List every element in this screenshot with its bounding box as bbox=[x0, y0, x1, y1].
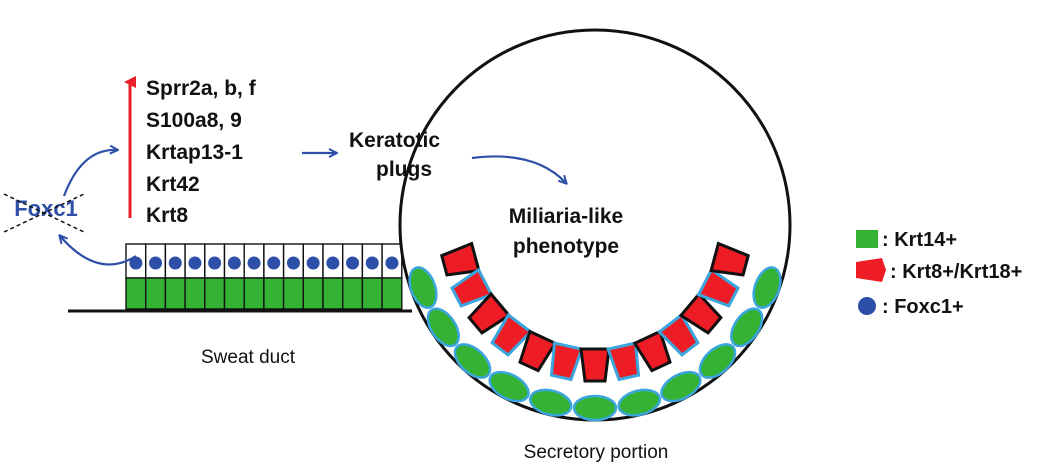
krt8-cell bbox=[632, 329, 672, 373]
sweat-duct-label: Sweat duct bbox=[201, 347, 296, 368]
arrow-foxc1-to-genes bbox=[62, 150, 117, 197]
legend-foxc1-swatch bbox=[858, 297, 876, 315]
arrow-plugs-to-phenotype bbox=[471, 155, 566, 183]
foxc1-nucleus bbox=[227, 256, 241, 270]
legend: : Krt14+ : Krt8+/Krt18+ : Foxc1+ bbox=[856, 229, 1022, 318]
duct-basal-cell bbox=[125, 277, 147, 310]
krt8-cell-body bbox=[490, 312, 533, 357]
krt14-cell bbox=[453, 343, 492, 379]
legend-krt8-swatch bbox=[856, 258, 886, 282]
krt8-cell bbox=[439, 241, 481, 277]
phenotype-label-line2: phenotype bbox=[513, 235, 619, 258]
krt14-cell bbox=[752, 266, 782, 310]
foxc1-nucleus bbox=[247, 256, 261, 270]
duct-basal-cell bbox=[243, 277, 265, 310]
krt14-cell bbox=[572, 394, 618, 422]
foxc1-nucleus bbox=[365, 256, 379, 270]
krt14-cell bbox=[730, 307, 764, 348]
plugs-label: plugs bbox=[376, 158, 432, 181]
foxc1-nucleus bbox=[149, 256, 163, 270]
keratotic-label: Keratotic bbox=[349, 129, 440, 152]
krt8-cell-body bbox=[678, 291, 723, 335]
foxc1-nucleus bbox=[129, 256, 143, 270]
krt8-cell bbox=[579, 347, 611, 383]
krt8-cell-body bbox=[632, 329, 672, 373]
phenotype-label-line1: Miliaria-like bbox=[509, 205, 623, 228]
duct-basal-cell bbox=[322, 277, 344, 310]
krt8-cell bbox=[709, 241, 751, 277]
krt8-cell bbox=[696, 267, 740, 308]
krt8-cell-body bbox=[657, 312, 700, 357]
krt8-cell bbox=[678, 291, 723, 335]
krt8-cell bbox=[518, 329, 558, 373]
gene-krt42: Krt42 bbox=[146, 173, 200, 196]
krt8-cell-body bbox=[549, 341, 584, 382]
gene-krtap13: Krtap13-1 bbox=[146, 141, 243, 164]
foxc1-nucleus bbox=[286, 256, 300, 270]
krt8-cell bbox=[549, 341, 584, 382]
krt8-cell bbox=[490, 312, 533, 357]
duct-basal-cell bbox=[361, 277, 383, 310]
krt8-cell-body bbox=[518, 329, 558, 373]
foxc1-nucleus bbox=[168, 256, 182, 270]
duct-basal-cell bbox=[342, 277, 364, 310]
legend-krt8-label: : Krt8+/Krt18+ bbox=[890, 261, 1022, 283]
foxc1-nucleus bbox=[346, 256, 360, 270]
foxc1-gene-label: Foxc1 bbox=[14, 196, 78, 221]
foxc1-nucleus bbox=[267, 256, 281, 270]
arrow-duct-to-foxc1 bbox=[60, 236, 137, 266]
krt8-cell-body bbox=[606, 341, 641, 382]
krt14-cell bbox=[698, 343, 737, 379]
krt8-cell-body bbox=[467, 291, 512, 335]
krt8-cell bbox=[606, 341, 641, 382]
krt8-cell-body bbox=[696, 267, 740, 308]
secretory-portion-label: Secretory portion bbox=[524, 442, 669, 463]
duct-basal-cell bbox=[282, 277, 305, 310]
legend-foxc1-label: : Foxc1+ bbox=[882, 296, 964, 318]
sweat-duct bbox=[125, 243, 403, 310]
krt8-cell-body bbox=[439, 241, 481, 277]
legend-krt14-label: : Krt14+ bbox=[882, 229, 957, 251]
duct-basal-cell bbox=[204, 277, 226, 310]
duct-basal-cell bbox=[164, 277, 186, 310]
foxc1-nucleus bbox=[188, 256, 202, 270]
foxc1-nucleus bbox=[208, 256, 222, 270]
secretory-cells bbox=[408, 241, 782, 422]
gene-s100a8: S100a8, 9 bbox=[146, 109, 242, 132]
krt8-cell-body bbox=[450, 267, 494, 308]
duct-basal-cell bbox=[223, 277, 245, 310]
gene-sprr2: Sprr2a, b, f bbox=[146, 77, 257, 100]
krt8-cell bbox=[450, 267, 494, 308]
duct-basal-cell bbox=[302, 277, 324, 310]
krt14-cell bbox=[488, 370, 530, 403]
duct-basal-cell bbox=[381, 277, 403, 310]
krt14-cell bbox=[426, 307, 460, 348]
krt8-cell-body bbox=[579, 347, 611, 383]
krt14-cell bbox=[528, 388, 573, 417]
foxc1-nucleus bbox=[326, 256, 340, 270]
foxc1-nucleus bbox=[306, 256, 320, 270]
cross-line-2 bbox=[3, 193, 85, 233]
gene-krt8: Krt8 bbox=[146, 204, 188, 227]
legend-krt14-swatch bbox=[856, 230, 878, 248]
krt8-cell bbox=[657, 312, 700, 357]
krt14-cell bbox=[408, 266, 438, 310]
foxc1-nucleus bbox=[385, 256, 399, 270]
krt8-cell bbox=[467, 291, 512, 335]
krt14-cell bbox=[660, 370, 702, 403]
duct-basal-cell bbox=[263, 277, 285, 310]
duct-basal-cell bbox=[184, 277, 206, 310]
krt8-cell-body bbox=[709, 241, 751, 277]
duct-basal-cell bbox=[144, 277, 167, 310]
krt14-cell bbox=[617, 388, 662, 417]
